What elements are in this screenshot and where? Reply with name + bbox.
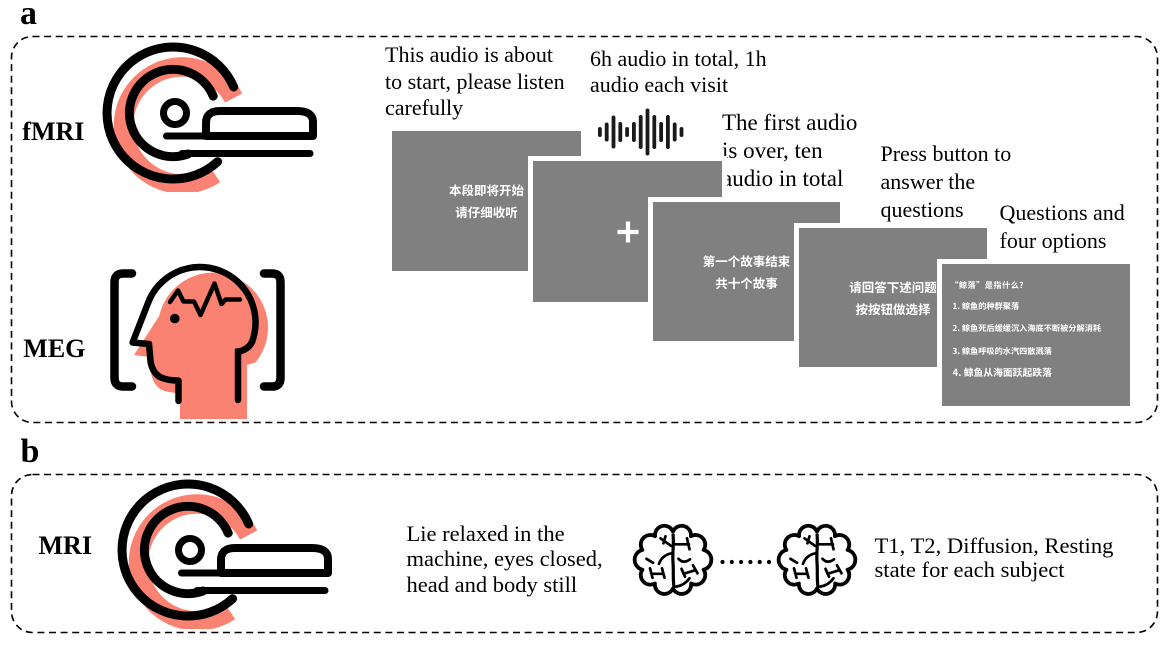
meg-label: MEG [23,334,86,364]
annotation-questions-options: Questions and four options [999,199,1125,253]
brain-icon [776,524,858,597]
panel-a-label: a [20,0,37,32]
screen-text-line: 共十个故事 [715,272,778,292]
screen-question-options: “鲸落”是指什么？ 1. 鲸鱼的种群聚落 2. 鲸鱼死后缓缓沉入海底不断被分解消… [937,259,1135,411]
head-signal-icon [110,263,285,419]
screen-text-line: 本段即将开始 [448,180,524,199]
annotation-audio-start: This audio is about to start, please lis… [385,42,565,120]
annotation-sequences: T1, T2, Diffusion, Resting state for eac… [874,532,1114,583]
fmri-label: fMRI [22,116,85,146]
annotation-first-audio-over: The first audio is over, ten audio in to… [722,109,858,192]
annotation-audio-total: 6h audio in total, 1h audio each visit [590,45,767,98]
annotation-lie-relaxed: Lie relaxed in the machine, eyes closed,… [406,521,603,597]
screen-text-line: 第一个故事结束 [702,250,791,270]
question-option: 3. 鲸鱼呼吸的水汽四散溅落 [952,344,1052,357]
mri-label: MRI [38,531,92,561]
brain-icon [632,524,714,597]
fixation-cross-icon [617,221,638,242]
question-option: 1. 鲸鱼的种群聚落 [952,300,1020,312]
question-option: 4. 鲸鱼从海面跃起跌落 [952,365,1052,380]
panel-b-label: b [20,433,40,470]
annotation-press-button: Press button to answer the questions [880,141,1012,222]
mri-scanner-icon [102,42,317,192]
mri-scanner-icon [117,479,333,630]
ellipsis-dots-icon [720,559,772,565]
screen-text-line: 请回答下述问题 [849,276,937,296]
screen-text-line: 按按钮做选择 [855,298,931,318]
question-option: 2. 鲸鱼死后缓缓沉入海底不断被分解消耗 [952,322,1102,335]
audio-waveform-icon [598,108,684,156]
question-title: “鲸落”是指什么？ [950,278,1028,291]
screen-text-line: 请仔细收听 [455,202,518,221]
